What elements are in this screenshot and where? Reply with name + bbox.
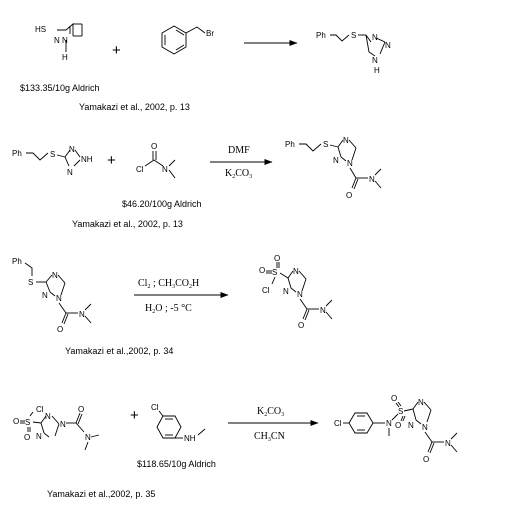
n-label: N bbox=[372, 56, 378, 65]
ph-label: Ph bbox=[316, 31, 326, 40]
ph-label: Ph bbox=[12, 257, 22, 266]
n-label: N bbox=[42, 291, 48, 300]
h-label: H bbox=[374, 66, 380, 75]
n-label: N bbox=[418, 398, 424, 407]
product-structure: Ph S N N N O N bbox=[285, 136, 382, 200]
cl-label: Cl bbox=[136, 165, 144, 174]
n-label: N bbox=[445, 439, 451, 448]
cl-label: Cl bbox=[36, 405, 44, 414]
product-structure: O S O Cl N N N O N bbox=[259, 254, 333, 330]
product-structure: Cl N S O O N N N bbox=[334, 394, 458, 464]
n-label: N bbox=[293, 267, 299, 276]
n-label: N bbox=[385, 41, 391, 50]
reactant-structure: Ph S N N N O N bbox=[12, 257, 92, 334]
o-label: O bbox=[57, 325, 63, 334]
s-label: S bbox=[323, 140, 328, 149]
n-label: N bbox=[79, 310, 85, 319]
s-label: S bbox=[50, 150, 55, 159]
o-label: O bbox=[395, 421, 401, 430]
base-label: K2CO3 bbox=[225, 168, 252, 180]
sulfonyl-chloride-structure: Cl O S O N N N O N bbox=[13, 405, 100, 451]
solvent-temperature-label: H2O ; -5 °C bbox=[145, 303, 192, 315]
n-label: N bbox=[60, 420, 66, 429]
o-label: O bbox=[259, 266, 265, 275]
benzylthio-triazole-structure: Ph S N NH N bbox=[12, 145, 93, 177]
o-label: O bbox=[274, 254, 280, 263]
mercaptotriazole-structure: HS N N H bbox=[35, 23, 83, 62]
n-label: N bbox=[372, 33, 378, 42]
o-label: O bbox=[298, 321, 304, 330]
n-label: N bbox=[386, 419, 392, 428]
n-label: N bbox=[162, 165, 168, 174]
n-label: N bbox=[408, 421, 414, 430]
step-caption: Yamakazi et al.,2002, p. 34 bbox=[65, 346, 173, 356]
n-label: N bbox=[62, 36, 68, 45]
ph-label: Ph bbox=[12, 149, 22, 158]
nh-label: NH bbox=[81, 155, 93, 164]
n-label: N bbox=[297, 290, 303, 299]
o-label: O bbox=[423, 455, 429, 464]
cl-label: Cl bbox=[151, 403, 159, 412]
s-label: S bbox=[272, 268, 277, 277]
o-label: O bbox=[24, 433, 30, 442]
o-label: O bbox=[78, 405, 84, 414]
n-label: N bbox=[347, 159, 353, 168]
price-label: $46.20/100g Aldrich bbox=[122, 199, 202, 209]
n-label: N bbox=[369, 175, 375, 184]
step-2: Ph S N NH N + O Cl N $46.20/100g Aldrich bbox=[12, 136, 382, 229]
n-label: N bbox=[85, 433, 91, 442]
step-caption: Yamakazi et al., 2002, p. 13 bbox=[79, 102, 190, 112]
solvent-label: CH3CN bbox=[254, 431, 285, 443]
s-label: S bbox=[25, 418, 30, 427]
product-structure: Ph S N N N H bbox=[316, 31, 391, 75]
plus-sign: + bbox=[107, 152, 116, 169]
s-label: S bbox=[351, 31, 356, 40]
o-label: O bbox=[391, 394, 397, 403]
n-label: N bbox=[56, 294, 62, 303]
step-3: Ph S N N N O N Cl2 ; CH3CO2H H2O ; bbox=[12, 254, 333, 356]
base-label: K2CO3 bbox=[257, 406, 284, 418]
hs-label: HS bbox=[35, 25, 46, 34]
price-label: $133.35/10g Aldrich bbox=[20, 83, 100, 93]
dimethylcarbamoyl-chloride-structure: O Cl N bbox=[136, 142, 176, 179]
n-label: N bbox=[283, 287, 289, 296]
step-4: Cl O S O N N N O N + bbox=[13, 394, 458, 499]
n-label: N bbox=[52, 271, 58, 280]
o-label: O bbox=[346, 191, 352, 200]
chloro-n-methylaniline-structure: Cl NH bbox=[151, 403, 206, 443]
n-label: N bbox=[333, 156, 339, 165]
nh-label: NH bbox=[184, 434, 196, 443]
step-caption: Yamakazi et al.,2002, p. 35 bbox=[47, 489, 155, 499]
n-label: N bbox=[69, 145, 75, 154]
n-label: N bbox=[422, 423, 428, 432]
n-label: N bbox=[67, 168, 73, 177]
step-caption: Yamakazi et al., 2002, p. 13 bbox=[72, 219, 183, 229]
cl-label: Cl bbox=[334, 419, 342, 428]
n-label: N bbox=[54, 36, 60, 45]
s-label: S bbox=[28, 278, 33, 287]
o-label: O bbox=[151, 142, 157, 151]
plus-sign: + bbox=[112, 42, 121, 59]
reagent-label: Cl2 ; CH3CO2H bbox=[138, 278, 199, 290]
n-label: N bbox=[36, 432, 42, 441]
ph-label: Ph bbox=[285, 140, 295, 149]
h-label: H bbox=[62, 53, 68, 62]
n-label: N bbox=[45, 412, 51, 421]
step-1: HS N N H $133.35/10g Aldrich + Br Ph S bbox=[20, 23, 391, 112]
plus-sign: + bbox=[130, 407, 139, 424]
solvent-label: DMF bbox=[228, 145, 250, 156]
benzyl-bromide-structure: Br bbox=[161, 25, 214, 55]
s-label: S bbox=[398, 407, 403, 416]
o-label: O bbox=[13, 417, 19, 426]
cl-label: Cl bbox=[262, 286, 270, 295]
price-label: $118.65/10g Aldrich bbox=[137, 459, 216, 469]
n-label: N bbox=[320, 306, 326, 315]
n-label: N bbox=[343, 136, 349, 145]
br-label: Br bbox=[206, 29, 214, 38]
